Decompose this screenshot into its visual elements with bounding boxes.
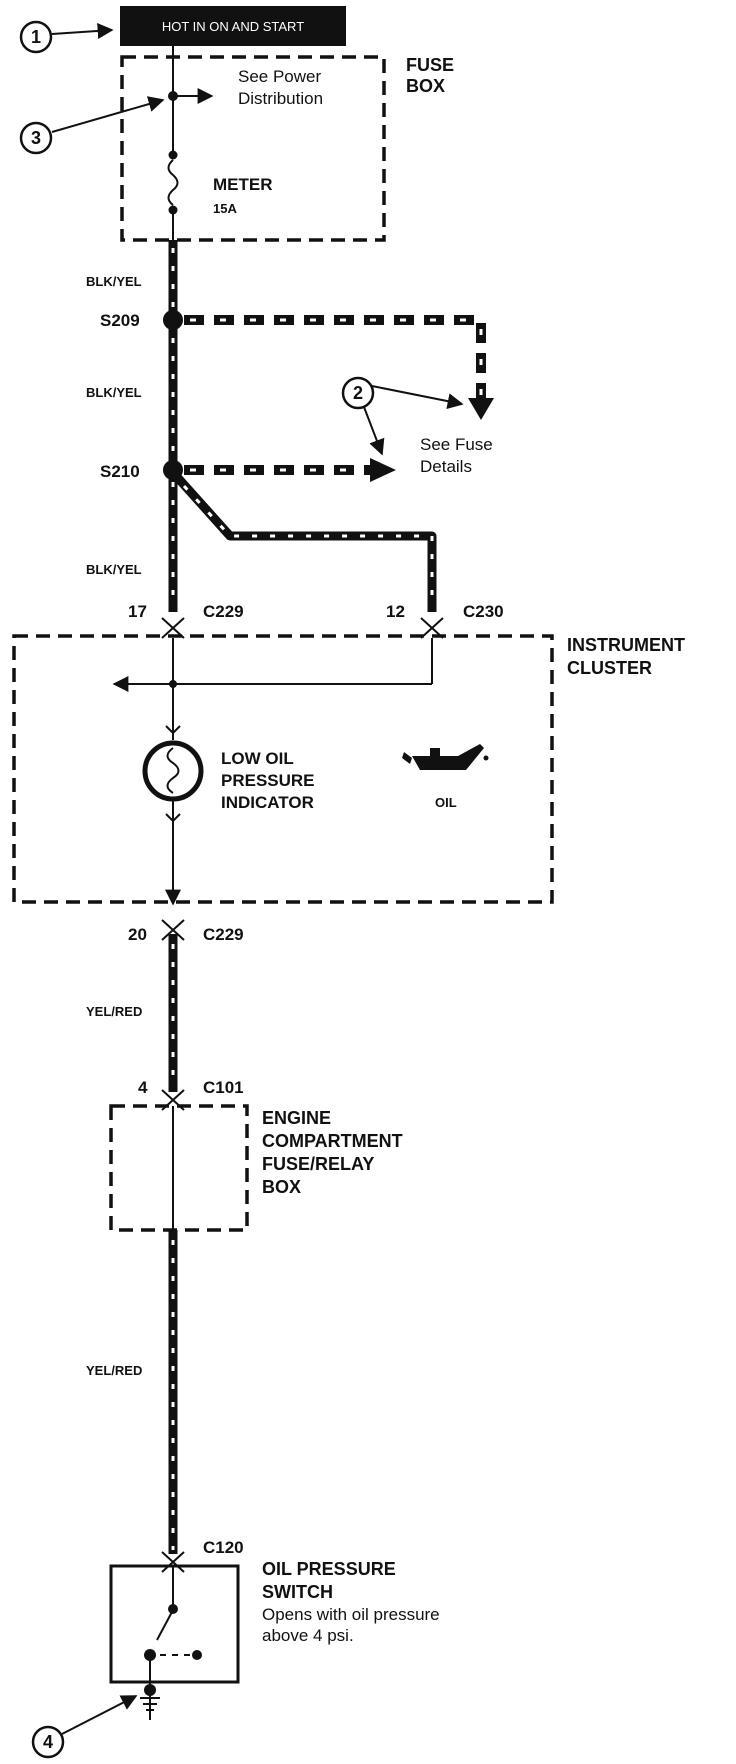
svg-text:SWITCH: SWITCH [262,1582,333,1602]
fuse-rating: 15A [213,201,237,216]
oil-pressure-switch-outline [109,1564,240,1684]
wire-branch-to-c230 [174,474,437,612]
callout-3: 3 [19,121,53,155]
c229-bottom-pin: 20 [128,925,147,944]
splice-s210 [163,460,183,480]
splice-s210-label: S210 [100,462,140,481]
svg-text:BOX: BOX [406,76,445,96]
low-oil-pressure-indicator [142,740,204,802]
c229-top-pin: 17 [128,602,147,621]
engine-compartment-label: ENGINE [262,1108,331,1128]
svg-text:3: 3 [31,128,41,148]
svg-text:BOX: BOX [262,1177,301,1197]
fuse-box-title: FUSE [406,55,454,75]
fuse-box-outline [120,55,386,242]
c230-label: C230 [463,602,504,621]
svg-text:above 4 psi.: above 4 psi. [262,1626,354,1645]
c229-top-connector [161,617,185,630]
wire-label-blk-yel-2: BLK/YEL [86,385,142,400]
svg-text:PRESSURE: PRESSURE [221,771,315,790]
callout-1: 1 [19,20,53,54]
splice-s209-label: S209 [100,311,140,330]
svg-text:HOT IN ON AND START: HOT IN ON AND START [162,19,304,34]
callout-2: 2 [341,376,375,410]
svg-text:INDICATOR: INDICATOR [221,793,314,812]
indicator-label: LOW OIL [221,749,294,768]
see-fuse-details: See Fuse [420,435,493,454]
c229-bottom-label: C229 [203,925,244,944]
ground-icon [140,1684,160,1711]
oil-pressure-switch-desc: Opens with oil pressure [262,1605,440,1624]
engine-compartment-box-outline [109,1104,249,1232]
svg-text:Details: Details [420,457,472,476]
callout-3-arrow [51,96,165,133]
fuse-box-junction [168,91,178,101]
c120-label: C120 [203,1538,244,1557]
c101-pin: 4 [138,1078,148,1097]
oil-symbol-label: OIL [435,795,457,810]
svg-text:1: 1 [31,27,41,47]
fuse-name: METER [213,175,273,194]
callout-4-arrow [61,1695,138,1735]
instrument-cluster-title: INSTRUMENT [567,635,685,655]
s210-branch-to-fuse-details [184,458,396,482]
wire-label-blk-yel-3: BLK/YEL [86,562,142,577]
see-power-distribution: See Power [238,67,321,86]
c230-pin: 12 [386,602,405,621]
c101-label: C101 [203,1078,244,1097]
wire-label-blk-yel-1: BLK/YEL [86,274,142,289]
svg-text:2: 2 [353,383,363,403]
callout-1-arrow [51,22,114,39]
c229-bottom-connector [161,919,185,932]
c229-top-label: C229 [203,602,244,621]
oil-pressure-switch-title: OIL PRESSURE [262,1559,396,1579]
oil-can-icon [402,744,489,770]
callout-4: 4 [31,1725,65,1759]
svg-text:COMPARTMENT: COMPARTMENT [262,1131,403,1151]
switch-contact [156,1609,174,1641]
svg-text:CLUSTER: CLUSTER [567,658,652,678]
svg-text:Distribution: Distribution [238,89,323,108]
c230-connector [420,617,444,630]
svg-text:FUSE/RELAY: FUSE/RELAY [262,1154,374,1174]
splice-s209 [163,310,183,330]
svg-text:4: 4 [43,1732,53,1752]
s209-branch-to-fuse-details [184,315,494,420]
power-label: HOT IN ON AND START [120,6,346,46]
instrument-cluster-outline [12,634,554,904]
fuse-icon [167,159,179,206]
wire-label-yel-red-2: YEL/RED [86,1363,142,1378]
wire-label-yel-red-1: YEL/RED [86,1004,142,1019]
